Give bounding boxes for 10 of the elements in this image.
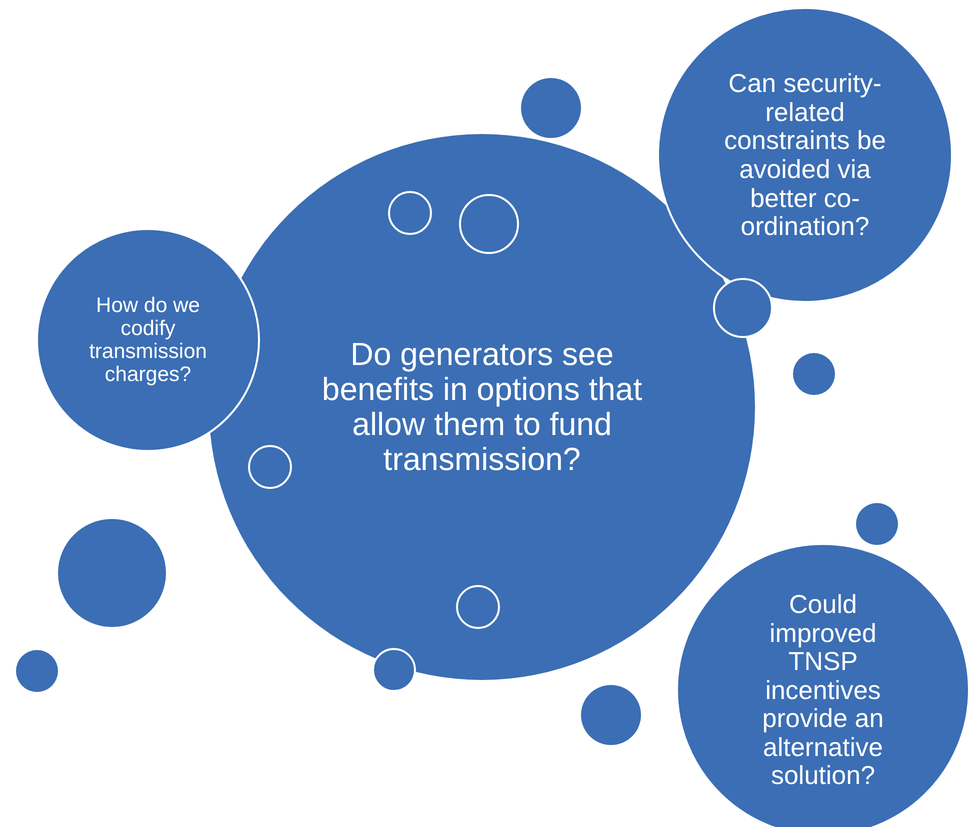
bubble	[456, 585, 500, 629]
question-text: Do generators see benefits in options that allow them to fund transmission?	[320, 336, 644, 478]
bubble	[16, 650, 58, 692]
question-text: How do we codify transmission charges?	[88, 294, 208, 386]
question-text: Could improved TNSP incentives provide an alternative solution?	[761, 590, 885, 790]
question-text: Can security-related constraints be avoided via better co-ordination?	[723, 69, 887, 241]
bubble	[793, 353, 835, 395]
bubble	[248, 445, 292, 489]
bubble	[388, 191, 432, 235]
bubble	[856, 503, 898, 545]
